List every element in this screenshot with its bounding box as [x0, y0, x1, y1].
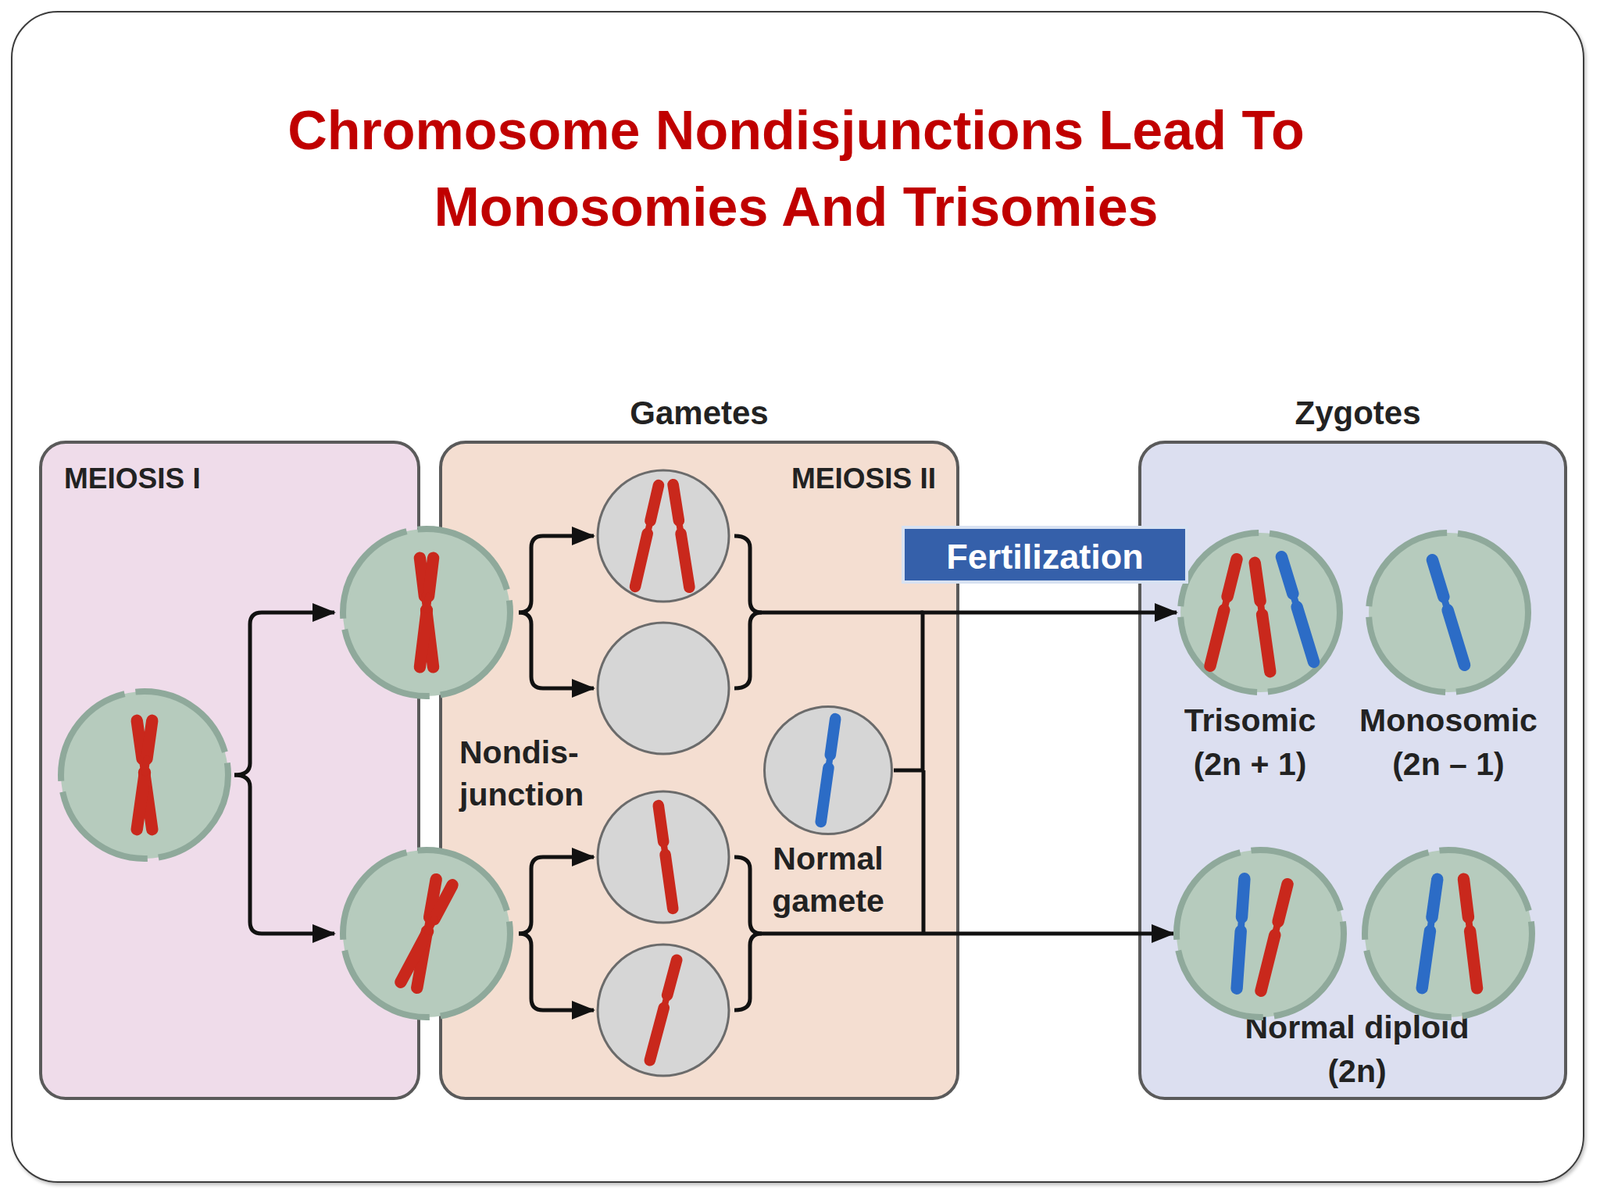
- merge-bracket: [734, 933, 762, 1011]
- chromatid: [1260, 884, 1288, 992]
- chromatid: [1432, 560, 1465, 666]
- daughter-cell: [342, 528, 511, 697]
- merge-bracket: [921, 770, 926, 934]
- stage-panel: MEIOSIS I: [39, 440, 421, 1100]
- gamete-cell-outline: [762, 704, 894, 836]
- chromatid: [635, 485, 659, 587]
- zygote-cell: [1176, 850, 1344, 1018]
- ploidy-label: (2n – 1): [1331, 744, 1566, 785]
- chromatid: [419, 557, 433, 668]
- chromatid: [1254, 562, 1271, 672]
- chromatid: [1236, 878, 1245, 989]
- panel-heading: MEIOSIS II: [668, 460, 936, 497]
- zygote-cell-outline: [1176, 528, 1344, 697]
- split-arrow: [234, 775, 335, 934]
- chromatid: [650, 960, 677, 1061]
- chromatid: [136, 720, 153, 829]
- zygote-cell-outline: [1364, 528, 1533, 697]
- chromatid: [673, 484, 690, 587]
- gamete-cell: Normal gamete: [762, 704, 894, 836]
- gamete-cell: [597, 944, 729, 1076]
- process-box: Fertilization: [901, 525, 1189, 584]
- split-arrow: [518, 612, 594, 689]
- zygote-cell: [1368, 532, 1529, 693]
- zygote-cell: Monosomic(2n – 1): [1364, 528, 1533, 697]
- column-heading: Gametes: [582, 392, 817, 434]
- split-arrow: [518, 857, 594, 934]
- chromatid: [136, 720, 153, 829]
- merge-bracket: [734, 535, 924, 613]
- process-label: Nondis- junction: [459, 731, 616, 816]
- gamete-cell: [764, 707, 893, 835]
- chromatid: [417, 879, 436, 989]
- parent-cell: [60, 691, 229, 859]
- merge-bracket: [734, 612, 762, 689]
- gamete-cell: [597, 791, 729, 923]
- fertilization-arrow: [734, 857, 1174, 934]
- cell-label: Normal gamete: [742, 837, 915, 922]
- zygote-cell: [1180, 532, 1340, 693]
- cell-label: Monosomic: [1331, 700, 1566, 741]
- chromatid: [400, 885, 453, 983]
- column-heading: Zygotes: [1240, 392, 1475, 434]
- split-arrow: [234, 612, 335, 775]
- zygote-cell: Trisomic(2n + 1): [1176, 528, 1344, 697]
- chromatid: [658, 805, 674, 909]
- chromatid: [1210, 559, 1237, 667]
- split-arrow: [518, 535, 594, 613]
- ploidy-label: (2n): [1200, 1051, 1514, 1092]
- fertilization-arrow: [893, 612, 1177, 771]
- stage-panel: ZygotesTrisomic(2n + 1)Monosomic(2n – 1): [1138, 440, 1568, 1100]
- chromatid: [1281, 557, 1314, 663]
- daughter-cell: [342, 850, 511, 1018]
- panel-heading: MEIOSIS I: [64, 460, 393, 497]
- chromatid: [821, 718, 836, 822]
- gamete-cell: [597, 622, 729, 754]
- split-arrow: [518, 933, 594, 1011]
- cell-label: Normal diploid: [1200, 1007, 1514, 1048]
- ploidy-label: (2n + 1): [1132, 744, 1368, 785]
- slide-title: Chromosome Nondisjunctions Lead To Monos…: [186, 92, 1406, 246]
- chromatid: [1463, 878, 1477, 989]
- chromatid: [1421, 878, 1438, 988]
- cell-label: Trisomic: [1132, 700, 1368, 741]
- box-label: Fertilization: [904, 535, 1186, 579]
- gamete-cell: [597, 470, 729, 602]
- zygote-cell: [1364, 850, 1533, 1018]
- chromatid: [419, 557, 433, 668]
